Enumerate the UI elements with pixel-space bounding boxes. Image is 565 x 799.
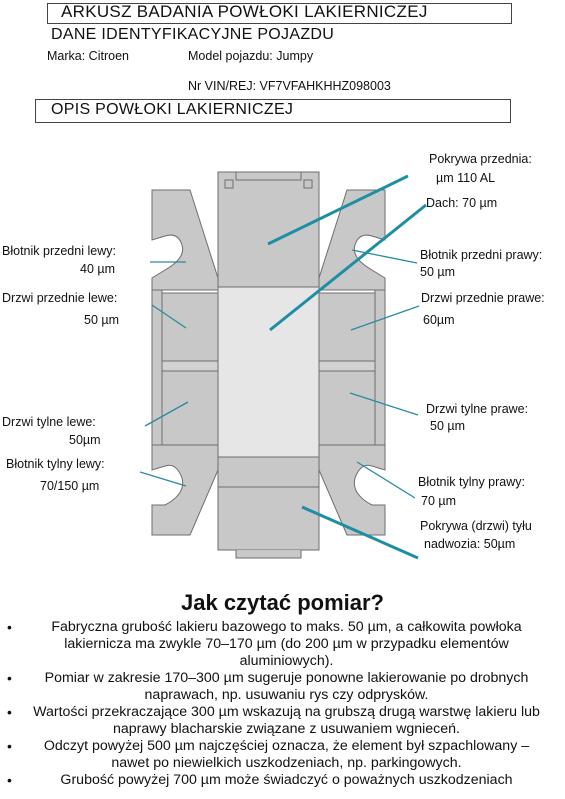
- front-door-left-label: Drzwi przednie lewe:: [2, 291, 118, 305]
- front-door-right-value: 60µm: [423, 313, 455, 327]
- rear-fender-right-panel: [318, 444, 386, 536]
- front-door-right-panel: [318, 292, 376, 362]
- guide-bullet-text: Pomiar w zakresie 170–300 µm sugeruje po…: [44, 670, 529, 703]
- rear-fender-left-pointer: [139, 471, 187, 487]
- rear-fender-left-label: Błotnik tylny lewy:: [6, 457, 105, 471]
- front-fender-left-value: 40 µm: [80, 262, 115, 276]
- guide-bullet-text: Wartości przekraczające 300 µm wskazują …: [33, 704, 540, 737]
- bullet-icon: •: [7, 619, 12, 635]
- rear-fender-right-value: 70 µm: [421, 494, 456, 508]
- hood-value: µm 110 AL: [436, 171, 496, 185]
- rear-fender-left-panel: [151, 444, 219, 536]
- rear-door-left-pointer: [144, 401, 189, 427]
- front-door-left-value: 50 µm: [84, 313, 119, 327]
- guide-heading: Jak czytać pomiar?: [181, 590, 384, 615]
- sheet-title: ARKUSZ BADANIA POWŁOKI LAKIERNICZEJ: [61, 2, 428, 21]
- roof-pointer-line: [269, 203, 427, 332]
- rear-door-right-panel: [318, 370, 376, 446]
- tailgate-panel: [217, 486, 320, 551]
- hood-top-detail: [218, 171, 319, 181]
- front-fender-right-label: Błotnik przedni prawy:: [420, 248, 543, 262]
- left-pillar: [161, 360, 219, 372]
- guide-bullet: • Fabryczna grubość lakieru bazowego to m…: [0, 619, 565, 670]
- rear-door-left-value: 50µm: [69, 433, 101, 447]
- rear-door-right-label: Drzwi tylne prawe:: [426, 402, 529, 416]
- coating-section-title: OPIS POWŁOKI LAKIERNICZEJ: [51, 101, 294, 118]
- right-pillar: [318, 360, 376, 372]
- guide-bullet-list: • Fabryczna grubość lakieru bazowego to m…: [0, 619, 565, 789]
- hood-pointer-line: [267, 174, 409, 246]
- guide-bullet-text: Fabryczna grubość lakieru bazowego to ma…: [51, 619, 522, 669]
- bullet-icon: •: [7, 704, 12, 720]
- vehicle-vin: Nr VIN/REJ: VF7VFAHKHHZ098003: [188, 79, 391, 93]
- tailgate-label: Pokrywa (drzwi) tyłu: [420, 519, 532, 533]
- front-door-left-pointer: [151, 304, 187, 329]
- front-door-right-label: Drzwi przednie prawe:: [421, 291, 545, 305]
- rear-roof-panel: [217, 456, 320, 488]
- roof-panel: [217, 286, 320, 458]
- tailgate-value: nadwozia: 50µm: [424, 537, 516, 551]
- hood-panel: [217, 171, 320, 288]
- front-fender-right-value: 50 µm: [420, 265, 455, 279]
- rear-door-left-panel: [161, 370, 219, 446]
- roof-label: Dach: 70 µm: [426, 196, 498, 210]
- hood-label: Pokrywa przednia:: [429, 152, 532, 166]
- bullet-icon: •: [7, 772, 12, 788]
- guide-bullet-text: Grubość powyżej 700 µm może świadczyć o …: [60, 772, 513, 788]
- guide-bullet: • Odczyt powyżej 500 µm najczęściej oznac…: [0, 738, 565, 772]
- bullet-icon: •: [7, 670, 12, 686]
- guide-bullet: • Pomiar w zakresie 170–300 µm sugeruje p…: [0, 670, 565, 704]
- rear-door-right-pointer: [349, 392, 419, 416]
- guide-bullet: • Grubość powyżej 700 µm może świadczyć o…: [0, 772, 565, 789]
- hood-latch-right: [303, 179, 313, 189]
- right-sill: [374, 289, 386, 446]
- tailgate-bottom-detail: [218, 549, 319, 559]
- rear-door-left-label: Drzwi tylne lewe:: [2, 415, 96, 429]
- rear-door-right-value: 50 µm: [430, 419, 465, 433]
- front-fender-right-pointer: [351, 249, 418, 264]
- guide-bullet: • Wartości przekraczające 300 µm wskazują…: [0, 704, 565, 738]
- guide-bullet-text: Odczyt powyżej 500 µm najczęściej oznacz…: [43, 738, 530, 771]
- vehicle-model: Model pojazdu: Jumpy: [188, 49, 314, 63]
- rear-fender-right-label: Błotnik tylny prawy:: [418, 475, 525, 489]
- coating-section-box: [35, 99, 511, 123]
- rear-fender-left-value: 70/150 µm: [40, 479, 100, 493]
- front-door-right-pointer: [350, 305, 420, 331]
- front-door-left-panel: [161, 292, 219, 362]
- front-fender-left-label: Błotnik przedni lewy:: [2, 244, 116, 258]
- sheet-title-box: [47, 3, 512, 24]
- vehicle-section-title: DANE IDENTYFIKACYJNE POJAZDU: [51, 26, 335, 43]
- front-fender-left-panel: [151, 189, 219, 291]
- front-fender-right-panel: [318, 189, 386, 291]
- vehicle-make: Marka: Citroen: [47, 49, 129, 63]
- hood-latch-left: [224, 179, 234, 189]
- tailgate-pointer-line: [301, 505, 419, 560]
- bullet-icon: •: [7, 738, 12, 754]
- rear-fender-right-pointer: [356, 461, 416, 499]
